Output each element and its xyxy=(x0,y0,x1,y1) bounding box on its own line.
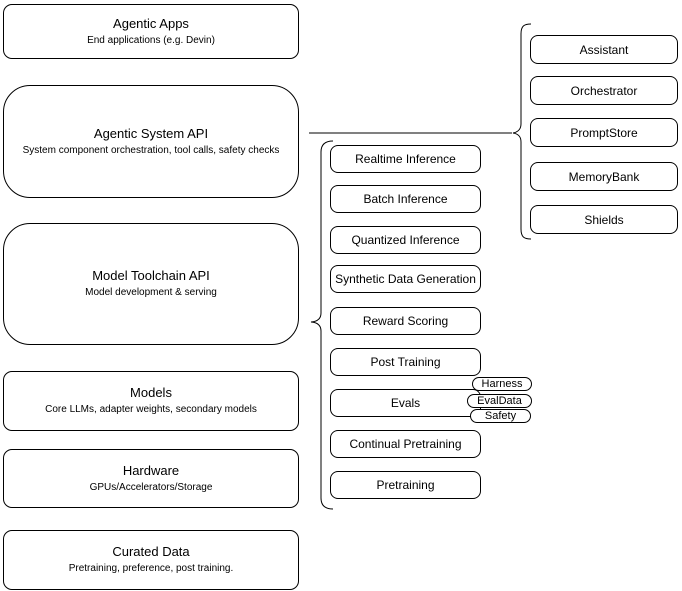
layer-title: Agentic System API xyxy=(93,125,209,141)
component-box-shields: Shields xyxy=(530,205,678,234)
layer-subtitle: Model development & serving xyxy=(85,287,217,299)
component-box-assistant: Assistant xyxy=(530,35,678,64)
evals-tag-evaldata: EvalData xyxy=(467,394,532,408)
toolchain-brace xyxy=(310,140,334,510)
toolchain-item-quantized-inference: Quantized Inference xyxy=(330,226,481,254)
toolchain-item-synthetic-data-generation: Synthetic Data Generation xyxy=(330,265,481,293)
layer-subtitle: System component orchestration, tool cal… xyxy=(22,144,280,156)
toolchain-item-continual-pretraining: Continual Pretraining xyxy=(330,430,481,458)
layer-subtitle: Core LLMs, adapter weights, secondary mo… xyxy=(45,404,257,416)
components-brace xyxy=(512,23,532,240)
layer-subtitle: GPUs/Accelerators/Storage xyxy=(89,481,213,493)
evals-tag-safety: Safety xyxy=(470,409,531,423)
toolchain-item-reward-scoring: Reward Scoring xyxy=(330,307,481,335)
toolchain-item-pretraining: Pretraining xyxy=(330,471,481,499)
layer-box-agentic-system-api: Agentic System API System component orch… xyxy=(3,85,299,198)
component-box-promptstore: PromptStore xyxy=(530,118,678,147)
layer-box-model-toolchain-api: Model Toolchain API Model development & … xyxy=(3,223,299,345)
layer-title: Models xyxy=(130,385,172,401)
toolchain-item-batch-inference: Batch Inference xyxy=(330,185,481,213)
layer-box-agentic-apps: Agentic Apps End applications (e.g. Devi… xyxy=(3,4,299,59)
layer-title: Hardware xyxy=(122,462,180,478)
component-box-orchestrator: Orchestrator xyxy=(530,76,678,105)
layer-box-curated-data: Curated Data Pretraining, preference, po… xyxy=(3,530,299,590)
layer-title: Curated Data xyxy=(112,544,190,560)
layer-title: Agentic Apps xyxy=(113,15,189,31)
toolchain-item-realtime-inference: Realtime Inference xyxy=(330,145,481,173)
layer-box-hardware: Hardware GPUs/Accelerators/Storage xyxy=(3,449,299,508)
evals-tag-harness: Harness xyxy=(472,377,532,391)
layer-subtitle: Pretraining, preference, post training. xyxy=(68,563,234,575)
toolchain-item-post-training: Post Training xyxy=(330,348,481,376)
layer-title: Model Toolchain API xyxy=(92,268,210,284)
toolchain-item-evals: Evals xyxy=(330,389,481,417)
layer-subtitle: End applications (e.g. Devin) xyxy=(87,34,215,46)
component-box-memorybank: MemoryBank xyxy=(530,162,678,191)
layer-box-models: Models Core LLMs, adapter weights, secon… xyxy=(3,371,299,431)
